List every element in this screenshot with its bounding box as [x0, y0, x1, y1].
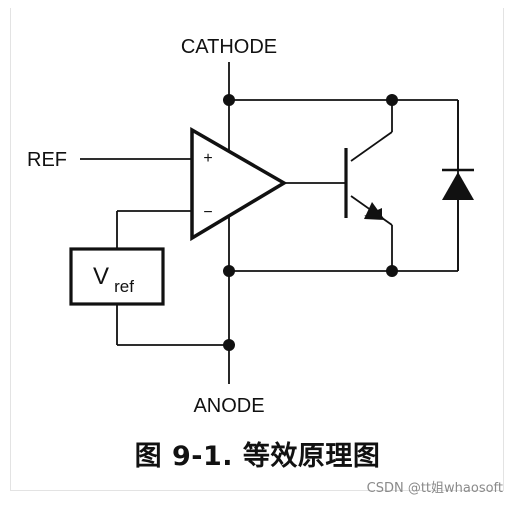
vref-sub-label: ref — [114, 277, 134, 296]
junction-dot-bottom-right — [386, 265, 398, 277]
watermark: CSDN @tt姐whaosoft — [366, 481, 503, 496]
figure-caption: 图 9-1. 等效原理图 — [134, 441, 381, 472]
transistor-emitter-arrow-body-icon — [364, 202, 385, 220]
op-amp-minus-label: − — [203, 204, 212, 221]
diode-triangle-icon — [442, 172, 474, 200]
junction-dot-bottom-left — [223, 265, 235, 277]
anode-label: ANODE — [193, 395, 264, 417]
figure-frame — [10, 8, 504, 491]
junction-dot-top-left — [223, 94, 235, 106]
cathode-label: CATHODE — [181, 36, 277, 58]
vref-box — [69, 247, 165, 306]
circuit-wires — [80, 62, 459, 384]
junction-dot-anode — [223, 339, 235, 351]
junction-dot-top-right — [386, 94, 398, 106]
collector-lead-diagonal — [350, 131, 393, 162]
ref-label: REF — [27, 149, 67, 171]
op-amp-symbol — [190, 126, 288, 242]
vref-main-label: V — [93, 263, 109, 290]
op-amp-plus-label: + — [203, 150, 212, 167]
junction-dots — [223, 94, 398, 351]
vref-label: V ref — [93, 263, 134, 296]
